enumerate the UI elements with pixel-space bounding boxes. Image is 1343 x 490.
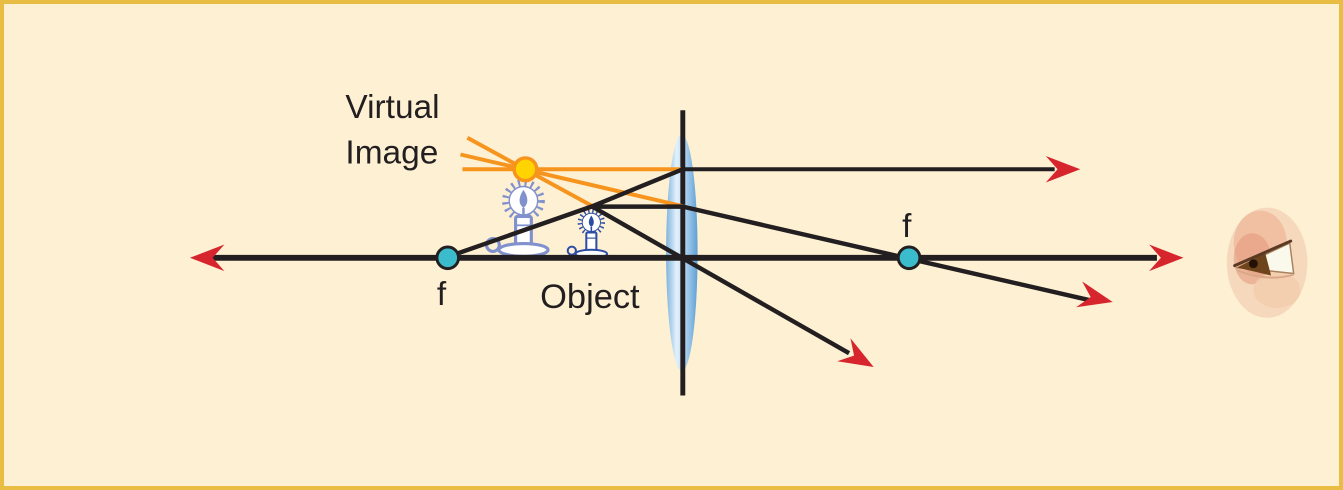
object-label: Object [540, 278, 640, 316]
focal-point-right-dot [896, 245, 922, 271]
virtual-image-point-dot [512, 156, 539, 183]
focal-point-left-label: f [437, 276, 447, 313]
center-ray-arrowhead-icon [837, 338, 881, 379]
virtual-image-label-line1: Virtual [345, 89, 439, 126]
ray-refracted-through-focus [682, 204, 1090, 303]
ray-through-lens-center [591, 204, 851, 356]
object-candle-icon [568, 211, 607, 258]
focal-point-left-dot [435, 245, 461, 271]
eye-icon [1226, 207, 1308, 318]
ray-from-focal-point [449, 167, 684, 258]
virtual-ray-through-focus [460, 152, 686, 209]
virtual-image-candle-icon [487, 183, 548, 256]
virtual-image-label-line2: Image [345, 134, 438, 171]
ray-diagram-canvas: Virtual Image Object f f [189, 89, 1308, 396]
focal-point-right-label: f [902, 208, 912, 245]
